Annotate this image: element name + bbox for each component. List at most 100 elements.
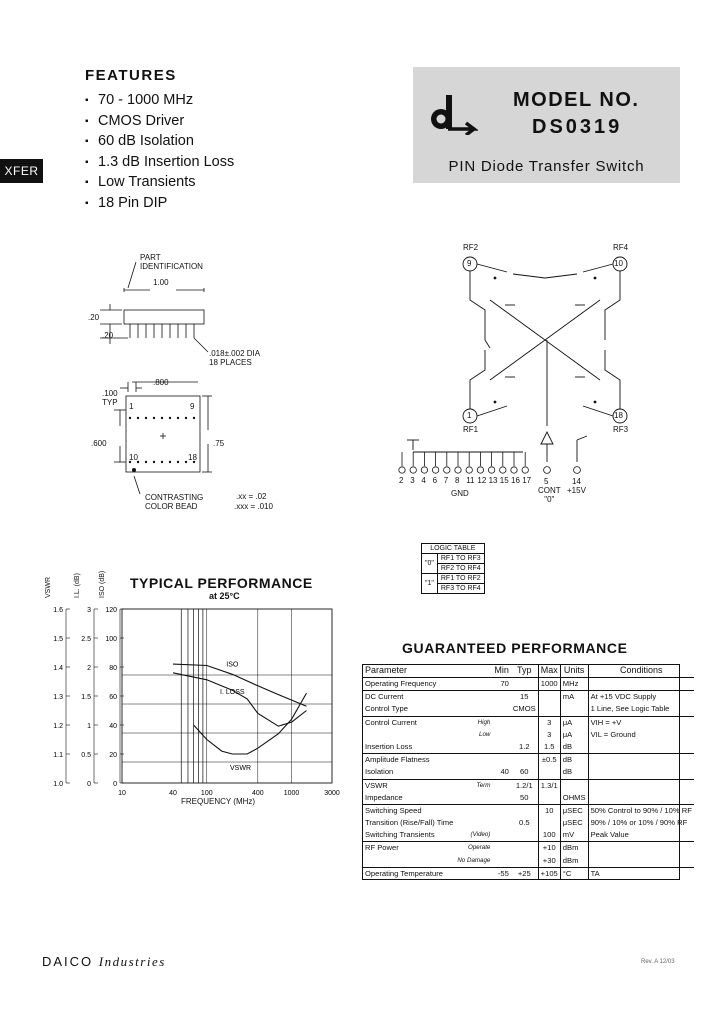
model-label: MODEL NO. xyxy=(513,89,640,111)
y-tick-label: 20 xyxy=(109,752,117,759)
bullet-icon: ▪ xyxy=(85,115,89,127)
typ-cell: 50 xyxy=(520,792,529,802)
qualifier-cell xyxy=(455,703,492,716)
max-cell: 1.5 xyxy=(537,740,561,754)
header-typ: Typ xyxy=(510,665,539,678)
min-cell xyxy=(492,829,511,842)
feature-item: ▪ 70 - 1000 MHz xyxy=(85,90,234,111)
x-tick-label: 10 xyxy=(118,790,126,797)
max-cell: +30 xyxy=(537,854,561,868)
gnd-pin-pad xyxy=(499,466,507,474)
y-tick-label: 1.5 xyxy=(81,694,91,701)
package-outline-drawing: PART IDENTIFICATION 1.00 .20 .20 .018±.0… xyxy=(80,250,300,520)
y-tick-label: 0 xyxy=(113,781,117,788)
typ-cell xyxy=(510,753,539,767)
typ-cell xyxy=(510,841,539,855)
units-cell: mA xyxy=(559,690,589,704)
param-cell: Insertion Loss xyxy=(365,741,413,751)
typ-cell xyxy=(511,855,538,868)
header-units: Units xyxy=(559,665,589,678)
typ-cell xyxy=(510,715,539,729)
min-cell xyxy=(492,715,511,729)
min-cell xyxy=(492,703,511,716)
tolerance-xxx: .xxx = .010 xyxy=(234,502,273,511)
param-cell: Transition (Rise/Fall) Time xyxy=(365,818,454,828)
gnd-pin-pad xyxy=(476,466,485,474)
logic-table: LOGIC TABLE "0" RF1 TO RF3 RF2 TO RF4 "1… xyxy=(421,543,485,594)
x-tick-label: 1000 xyxy=(284,790,300,797)
daico-logo-icon xyxy=(428,95,480,140)
min-cell: 70 xyxy=(500,679,509,688)
x-axis-label: FREQUENCY (MHz) xyxy=(181,797,256,806)
min-cell xyxy=(492,817,511,829)
logic-path: RF3 TO RF4 xyxy=(436,583,485,594)
max-cell: +10 xyxy=(537,841,561,855)
units-cell: °C xyxy=(559,866,589,880)
min-cell: -55 xyxy=(492,866,511,880)
y-tick-label: 2.5 xyxy=(81,636,91,643)
pin-1-label: 1 xyxy=(129,402,134,411)
vcc-pin-pad xyxy=(573,466,581,474)
header-min: Min xyxy=(492,665,511,678)
feature-item: ▪60 dB Isolation xyxy=(85,131,234,152)
y-tick-label: 1.6 xyxy=(53,607,63,614)
feature-item: ▪ CMOS Driver xyxy=(85,111,234,132)
vcc-pin: 14 xyxy=(572,477,581,486)
series-line-i-loss xyxy=(172,672,307,727)
max-cell: 10 xyxy=(537,803,561,818)
series-line-iso xyxy=(172,663,307,707)
y-tick-label: 1 xyxy=(87,723,91,730)
body-height-dim: .75 xyxy=(213,439,225,448)
gnd-pin-number: 16 xyxy=(511,476,520,485)
param-cell: VSWR xyxy=(363,778,456,792)
qualifier-cell xyxy=(455,766,492,779)
y-tick-label: 60 xyxy=(109,694,117,701)
units-cell: mV xyxy=(559,829,589,842)
rf2-label: RF2 xyxy=(463,243,479,252)
qualifier-cell: Low xyxy=(479,730,491,738)
qualifier-cell xyxy=(455,753,493,767)
units-cell: μSEC xyxy=(559,803,589,818)
logic-path: RF2 TO RF4 xyxy=(436,563,485,574)
section-tab-xfer: XFER xyxy=(0,159,43,183)
y-tick-label: 1.3 xyxy=(53,694,63,701)
max-cell: +105 xyxy=(537,866,561,880)
gnd-pin-pad xyxy=(488,466,496,474)
bullet-icon: ▪ xyxy=(85,177,89,189)
body-width-dim: .600 xyxy=(91,439,107,448)
param-cell: Operating Frequency xyxy=(365,679,437,688)
units-cell: dBm xyxy=(559,841,589,855)
conditions-cell: VIH = +V xyxy=(587,715,694,729)
conditions-cell xyxy=(587,753,694,767)
logic-path: RF1 TO RF2 xyxy=(436,573,485,584)
min-cell xyxy=(492,841,511,855)
gnd-pin-pad xyxy=(465,466,473,474)
qualifier-cell xyxy=(455,792,492,805)
bullet-icon: ▪ xyxy=(85,95,89,106)
typ-cell: 15 xyxy=(510,690,539,704)
rf4-label: RF4 xyxy=(613,243,629,252)
feature-text: CMOS Driver xyxy=(98,112,185,129)
param-cell: Isolation xyxy=(365,767,394,777)
param-cell: RF Power xyxy=(363,841,456,855)
logic-path: RF1 TO RF3 xyxy=(436,553,485,564)
part-id-label: PART IDENTIFICATION xyxy=(140,253,203,271)
vcc-label: +15V xyxy=(567,486,586,495)
gnd-pin-number: 4 xyxy=(421,476,426,485)
gnd-pin-pad xyxy=(510,466,518,474)
param-cell: Control Type xyxy=(365,704,408,714)
feature-text: 70 - 1000 MHz xyxy=(98,92,194,108)
max-cell: 100 xyxy=(537,829,561,842)
param-cell xyxy=(363,729,455,741)
conditions-cell xyxy=(587,778,694,792)
typ-cell: 1.2/1 xyxy=(510,778,539,792)
